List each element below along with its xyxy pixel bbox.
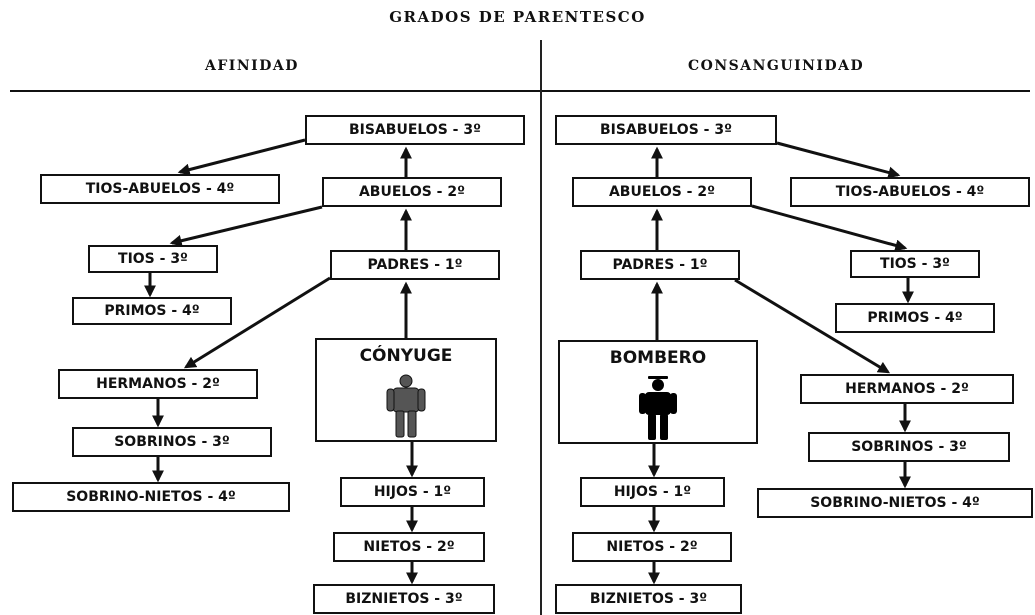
consanguinidad-sobrinos-box: SOBRINOS - 3º (808, 432, 1010, 462)
afinidad-primos-box: PRIMOS - 4º (72, 297, 232, 325)
consanguinidad-padres-box: PADRES - 1º (580, 250, 740, 280)
column-divider (540, 40, 542, 615)
arrow-padres-to-hermanos-c (734, 278, 891, 374)
afinidad-padres-box: PADRES - 1º (330, 250, 500, 280)
afinidad-sobrinos-box: SOBRINOS - 3º (72, 427, 272, 457)
afinidad-nietos-box: NIETOS - 2º (333, 532, 485, 562)
consanguinidad-nietos-box: NIETOS - 2º (572, 532, 732, 562)
conyuge-label: CÓNYUGE (359, 346, 453, 366)
bombero-label: BOMBERO (609, 348, 707, 368)
afinidad-tios-box: TIOS - 3º (88, 245, 218, 273)
consanguinidad-abuelos-box: ABUELOS - 2º (572, 177, 752, 207)
afinidad-bisabuelos-box: BISABUELOS - 3º (305, 115, 525, 145)
bombero-person-icon (639, 376, 677, 440)
arrow-bisabuelos-to-tios-abuelos (177, 138, 306, 176)
arrow-bisabuelos-to-tios-abuelos-c (776, 141, 901, 179)
afinidad-abuelos-box: ABUELOS - 2º (322, 177, 502, 207)
afinidad-biznietos-box: BIZNIETOS - 3º (313, 584, 495, 614)
arrow-abuelos-to-tios-c (751, 204, 908, 252)
afinidad-sobrino-nietos-box: SOBRINO-NIETOS - 4º (12, 482, 290, 512)
afinidad-hijos-box: HIJOS - 1º (340, 477, 485, 507)
arrow-padres-to-hermanos (183, 276, 331, 369)
diagram-title: GRADOS DE PARENTESCO (389, 8, 646, 26)
consanguinidad-hijos-box: HIJOS - 1º (580, 477, 725, 507)
header-divider (10, 90, 1030, 92)
consanguinidad-bisabuelos-box: BISABUELOS - 3º (555, 115, 777, 145)
consanguinidad-bombero-box: BOMBERO (558, 340, 758, 444)
afinidad-tios-abuelos-box: TIOS-ABUELOS - 4º (40, 174, 280, 204)
conyuge-person-icon (386, 374, 426, 438)
consanguinidad-tios-abuelos-box: TIOS-ABUELOS - 4º (790, 177, 1030, 207)
consanguinidad-hermanos-box: HERMANOS - 2º (800, 374, 1014, 404)
section-afinidad-heading: AFINIDAD (205, 58, 299, 74)
consanguinidad-sobrino-nietos-box: SOBRINO-NIETOS - 4º (757, 488, 1033, 518)
section-consanguinidad-heading: CONSANGUINIDAD (688, 58, 865, 74)
arrow-abuelos-to-tios (169, 205, 323, 247)
consanguinidad-biznietos-box: BIZNIETOS - 3º (555, 584, 742, 614)
afinidad-conyuge-box: CÓNYUGE (315, 338, 497, 442)
consanguinidad-primos-box: PRIMOS - 4º (835, 303, 995, 333)
consanguinidad-tios-box: TIOS - 3º (850, 250, 980, 278)
afinidad-hermanos-box: HERMANOS - 2º (58, 369, 258, 399)
